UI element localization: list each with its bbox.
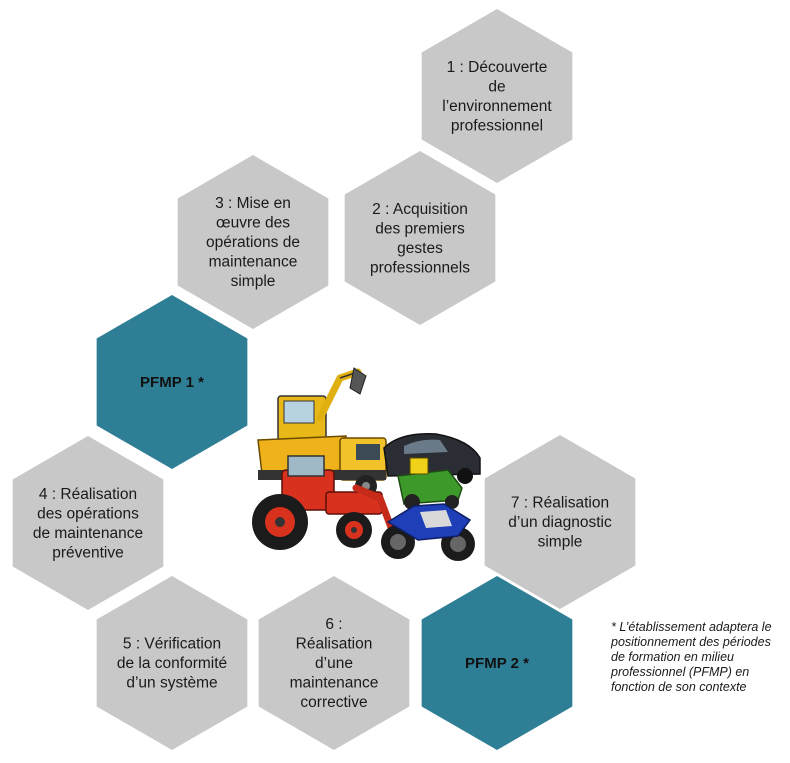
hexagon-shape xyxy=(421,9,573,183)
hexagon-label-line: de maintenance xyxy=(33,525,143,542)
hexagon-pfmp-2: PFMP 2 * xyxy=(421,576,573,750)
hexagon-label-line: 3 : Mise en xyxy=(215,195,291,212)
hexagon-step-4: 4 : Réalisation des opérations de maintena… xyxy=(12,436,164,610)
hexagon-label-line: Réalisation xyxy=(296,636,373,653)
lawn-tractor-icon xyxy=(397,457,463,510)
hexagon-label-line: PFMP 2 * xyxy=(465,655,529,672)
hexagon-label-line: des premiers xyxy=(375,220,465,237)
hexagon-shape xyxy=(96,295,248,469)
hexagon-label-line: 7 : Réalisation xyxy=(511,495,609,512)
hexagon-step-5: 5 : Vérification de la conformité d’un sys… xyxy=(96,576,248,750)
hexagon-label-line: maintenance xyxy=(290,675,379,692)
hexagon-step-7: 7 : Réalisation d’un diagnostic simple xyxy=(484,435,636,609)
hexagon-label-line: d’un diagnostic xyxy=(508,514,612,531)
hexagon-label-line: de la conformité xyxy=(117,655,227,672)
hexagon-label-line: 4 : Réalisation xyxy=(39,486,137,503)
hexagon-label-line: gestes xyxy=(397,240,443,257)
hexagon-step-6: 6 : Réalisation d’une maintenance corrective xyxy=(258,576,410,750)
hexagon-label-line: des opérations xyxy=(37,505,139,522)
hexagon-shape xyxy=(484,435,636,609)
excavator-icon xyxy=(277,367,367,441)
hexagon-shape xyxy=(12,436,164,610)
hexagon-shape xyxy=(177,155,329,329)
car-icon xyxy=(383,433,481,484)
hexagon-label-line: simple xyxy=(538,534,583,551)
hexagon-shape xyxy=(421,576,573,750)
hexagon-shape xyxy=(258,576,410,750)
hexagon-label-line: 6 : xyxy=(325,616,342,633)
hexagon-label-line: œuvre des xyxy=(216,215,290,232)
hexagon-pfmp-1: PFMP 1 * xyxy=(96,295,248,469)
hexagon-label-line: d’un système xyxy=(126,675,217,692)
hexagon-label-line: de xyxy=(488,78,505,95)
hexagon-label-line: PFMP 1 * xyxy=(140,374,204,391)
hexagon-label-line: opérations de xyxy=(206,234,300,251)
hexagon-label-line: professionnel xyxy=(451,117,543,134)
hexagon-label-line: 1 : Découverte xyxy=(447,59,548,76)
hexagon-label-line: 2 : Acquisition xyxy=(372,201,468,218)
vehicles-illustration xyxy=(252,367,481,561)
hexagon-step-3: 3 : Mise en œuvre des opérations de mainten… xyxy=(177,155,329,329)
hexagon-label-line: professionnels xyxy=(370,259,470,276)
hexagon-shape xyxy=(96,576,248,750)
hexagon-step-1: 1 : Découverte de l’environnement professio… xyxy=(421,9,573,183)
hexagon-label-line: maintenance xyxy=(209,254,298,271)
hexagon-label-line: corrective xyxy=(300,694,367,711)
hexagon-shape xyxy=(344,151,496,325)
hexagon-label-line: d’une xyxy=(315,655,353,672)
hexagon-label-line: l’environnement xyxy=(442,98,552,115)
footnote: * L’établissement adaptera le positionne… xyxy=(611,620,772,694)
hexagon-label-line: simple xyxy=(231,273,276,290)
tractor-icon xyxy=(252,455,396,550)
hexagon-step-2: 2 : Acquisition des premiers gestes profess… xyxy=(344,151,496,325)
hexagon-label-line: 5 : Vérification xyxy=(123,636,221,653)
motorcycle-icon xyxy=(381,503,475,561)
hexagon-label-line: préventive xyxy=(52,544,124,561)
